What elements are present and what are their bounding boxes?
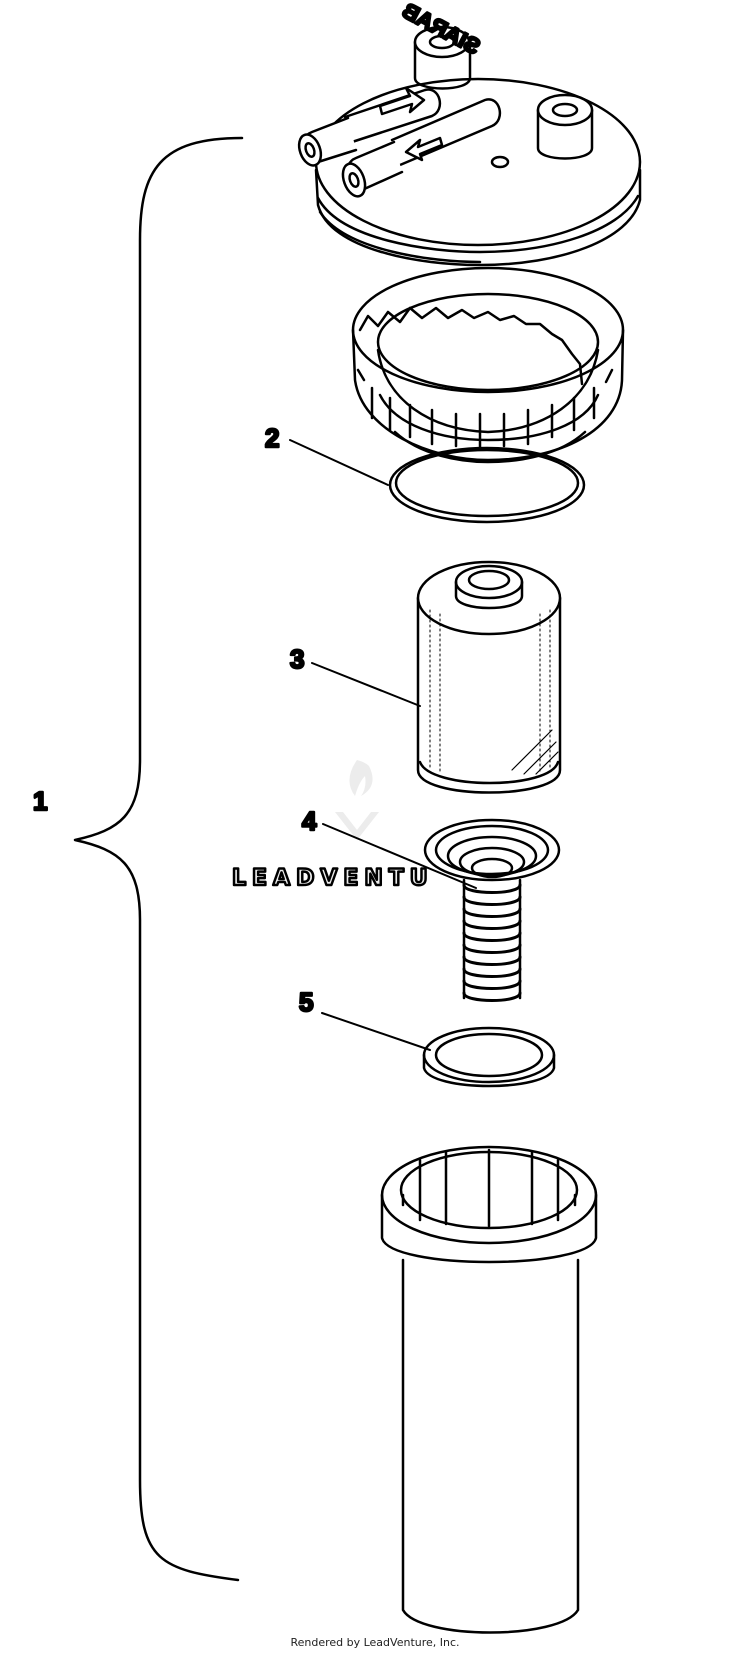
callout-2: 2 <box>265 423 279 453</box>
collar-ring <box>351 266 625 464</box>
filter-head: SIARAB <box>297 0 642 267</box>
filter-element <box>416 560 562 794</box>
watermark-text: LEADVENTU <box>232 866 434 891</box>
leadventure-watermark: LEADVENTU <box>231 760 434 892</box>
filter-bowl <box>380 1145 598 1634</box>
spring <box>423 818 561 1002</box>
leader-5 <box>321 1012 431 1051</box>
footer-credit: Rendered by LeadVenture, Inc. <box>290 1636 460 1649</box>
callout-3: 3 <box>290 644 304 674</box>
leader-4 <box>322 823 477 889</box>
leader-lines <box>289 439 477 1051</box>
seal-ring <box>422 1026 556 1088</box>
callout-1: 1 <box>33 786 47 816</box>
leader-2 <box>289 439 389 486</box>
callout-5: 5 <box>299 987 313 1017</box>
leader-3 <box>311 662 421 707</box>
o-ring <box>388 446 586 524</box>
callout-4: 4 <box>302 806 317 836</box>
assembly-bracket <box>73 136 244 1582</box>
